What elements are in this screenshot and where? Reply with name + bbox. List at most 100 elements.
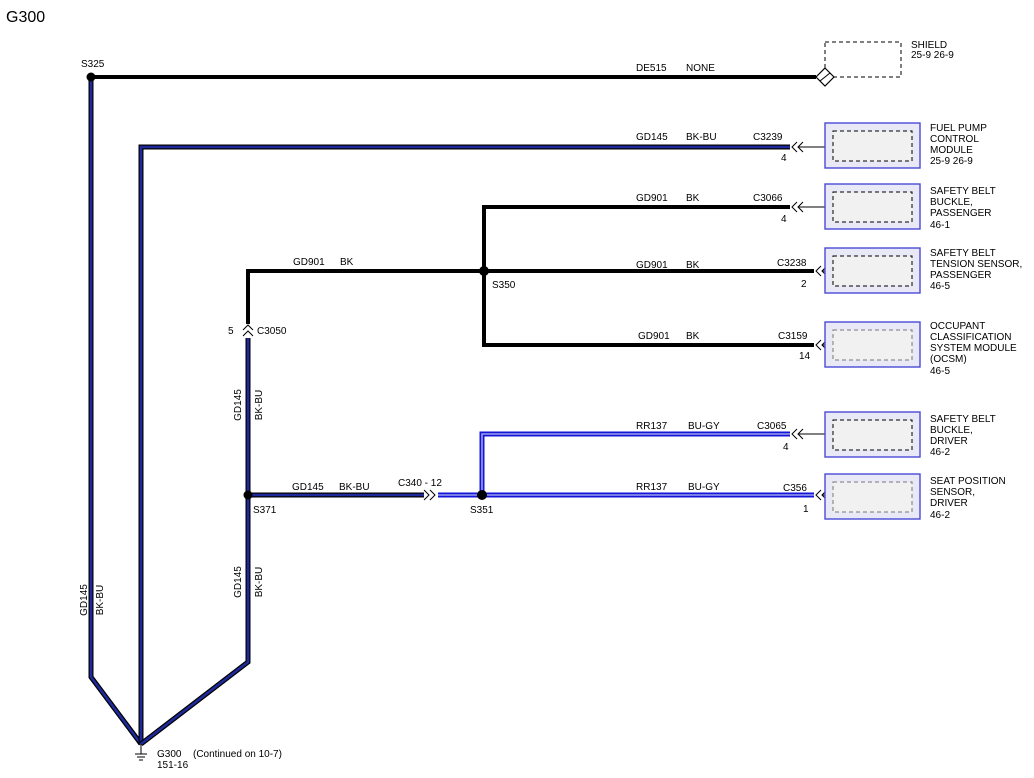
wire-color-label: BU-GY [688,421,720,432]
splice-s371 [243,490,253,500]
shield-ref: 25-9 26-9 [911,50,954,61]
wire-rr137-seat-position: RR137 BU-GY [438,482,814,498]
wire-color-label: BK-BU [254,567,265,598]
ground-note: (Continued on 10-7) [193,749,282,760]
wire-gd901-ocsm: GD901 BK [482,271,814,347]
wire-color-label: BK-BU [686,132,717,143]
wire-circuit-label: GD145 [233,389,244,421]
module-name-line: SENSOR, [930,487,975,498]
module-ref: 46-2 [930,510,950,521]
connector-pin: 2 [801,279,807,290]
connector-id: C3159 [778,331,808,342]
module-ocsm: OCCUPANT CLASSIFICATION SYSTEM MODULE (O… [824,321,1017,377]
wire-rr137-driver-buckle: RR137 BU-GY [479,421,790,495]
wire-s371-to-g300: GD145 BK-BU [139,495,265,746]
module-ref: 46-2 [930,447,950,458]
wire-circuit-label: RR137 [636,482,668,493]
module-ref: 46-1 [930,220,950,231]
splice-label-s325: S325 [81,59,105,70]
module-name-line: BUCKLE, [930,197,973,208]
connector-c3066: C3066 4 [753,193,833,225]
module-name-line: BUCKLE, [930,425,973,436]
shield-name: SHIELD [911,40,947,51]
wire-gd145-fpcm: GD145 BK-BU [138,132,790,744]
wire-circuit-label: DE515 [636,63,667,74]
connector-pin: 14 [799,351,811,362]
connector-id: C3239 [753,132,783,143]
connector-c3239: C3239 4 [753,132,833,164]
wire-circuit-label: GD901 [636,193,668,204]
module-name-line: DRIVER [930,436,968,447]
module-seat-position-sensor-driver: SEAT POSITION SENSOR, DRIVER 46-2 [824,473,1006,521]
wire-gd901-c3050-to-s350: GD901 BK [246,257,484,324]
wire-s325-to-g300: GD145 BK-BU [79,77,144,746]
module-fuel-pump-control: FUEL PUMP CONTROL MODULE 25-9 26-9 [824,122,987,169]
wire-circuit-label: GD901 [636,260,668,271]
module-name-line: CONTROL [930,134,979,145]
module-safety-belt-buckle-passenger: SAFETY BELT BUCKLE, PASSENGER 46-1 [824,183,996,231]
wire-color-label: BK [686,331,700,342]
connector-id: C3065 [757,421,787,432]
ground-name: G300 [157,749,182,760]
module-ref: 46-5 [930,366,950,377]
page-title: G300 [6,9,45,26]
splice-s351 [477,490,487,500]
module-name-line: SAFETY BELT [930,186,996,197]
shield-symbol: SHIELD 25-9 26-9 [815,40,954,87]
connector-c3050: 5 C3050 [228,324,287,337]
module-name-line: PASSENGER [930,208,992,219]
ground-ref: 151-16 [157,760,189,771]
splice-label-s350: S350 [492,280,516,291]
module-name-line: TENSION SENSOR, [930,259,1022,270]
module-name-line: FUEL PUMP [930,123,987,134]
connector-label: C340 - 12 [398,478,442,489]
splice-s350 [479,266,489,276]
splice-label-s351: S351 [470,505,494,516]
wire-circuit-label: GD145 [292,482,324,493]
module-name-line: SAFETY BELT [930,414,996,425]
connector-pin: 4 [781,153,787,164]
wire-gd901-tension-sensor: GD901 BK [484,260,814,273]
wire-circuit-label: GD145 [79,584,90,616]
splice-label-s371: S371 [253,505,277,516]
connector-pin: 1 [803,504,809,515]
connector-c3065: C3065 4 [757,421,834,453]
splice-s325 [86,72,96,82]
module-name-line: OCCUPANT [930,321,985,332]
wire-color-label: BK-BU [254,390,265,421]
connector-id: C3050 [257,326,287,337]
connector-id: C3066 [753,193,783,204]
module-belt-tension-sensor-passenger: SAFETY BELT TENSION SENSOR, PASSENGER 46… [824,247,1022,294]
module-name-line: DRIVER [930,498,968,509]
wire-color-label: BK-BU [339,482,370,493]
module-name-line: MODULE [930,145,973,156]
module-name-line: (OCSM) [930,354,967,365]
module-ref: 25-9 26-9 [930,156,973,167]
module-name-line: CLASSIFICATION [930,332,1012,343]
module-safety-belt-buckle-driver: SAFETY BELT BUCKLE, DRIVER 46-2 [824,411,996,458]
wire-circuit-label: GD145 [233,566,244,598]
connector-id: C3238 [777,258,807,269]
connector-pin: 4 [783,442,789,453]
wire-circuit-label: RR137 [636,421,668,432]
wire-circuit-label: GD901 [638,331,670,342]
wire-color-label: BK [340,257,354,268]
module-ref: 46-5 [930,281,950,292]
wire-color-label: BK [686,260,700,271]
shield-wire-de515: DE515 NONE [91,63,816,79]
module-name-line: SYSTEM MODULE [930,343,1017,354]
module-name-line: SEAT POSITION [930,476,1006,487]
ground-g300: G300 (Continued on 10-7) 151-16 [135,744,282,771]
connector-pin: 4 [781,214,787,225]
wire-c3050-to-s371: GD145 BK-BU [233,338,265,495]
wire-color-label: BK [686,193,700,204]
wire-color-label: BK-BU [95,585,106,616]
connector-pin: 5 [228,326,234,337]
connector-c340: C340 - 12 [398,478,442,501]
wire-circuit-label: GD901 [293,257,325,268]
wire-circuit-label: GD145 [636,132,668,143]
wire-color-label: BU-GY [688,482,720,493]
wire-color-label: NONE [686,63,715,74]
module-name-line: SAFETY BELT [930,248,996,259]
